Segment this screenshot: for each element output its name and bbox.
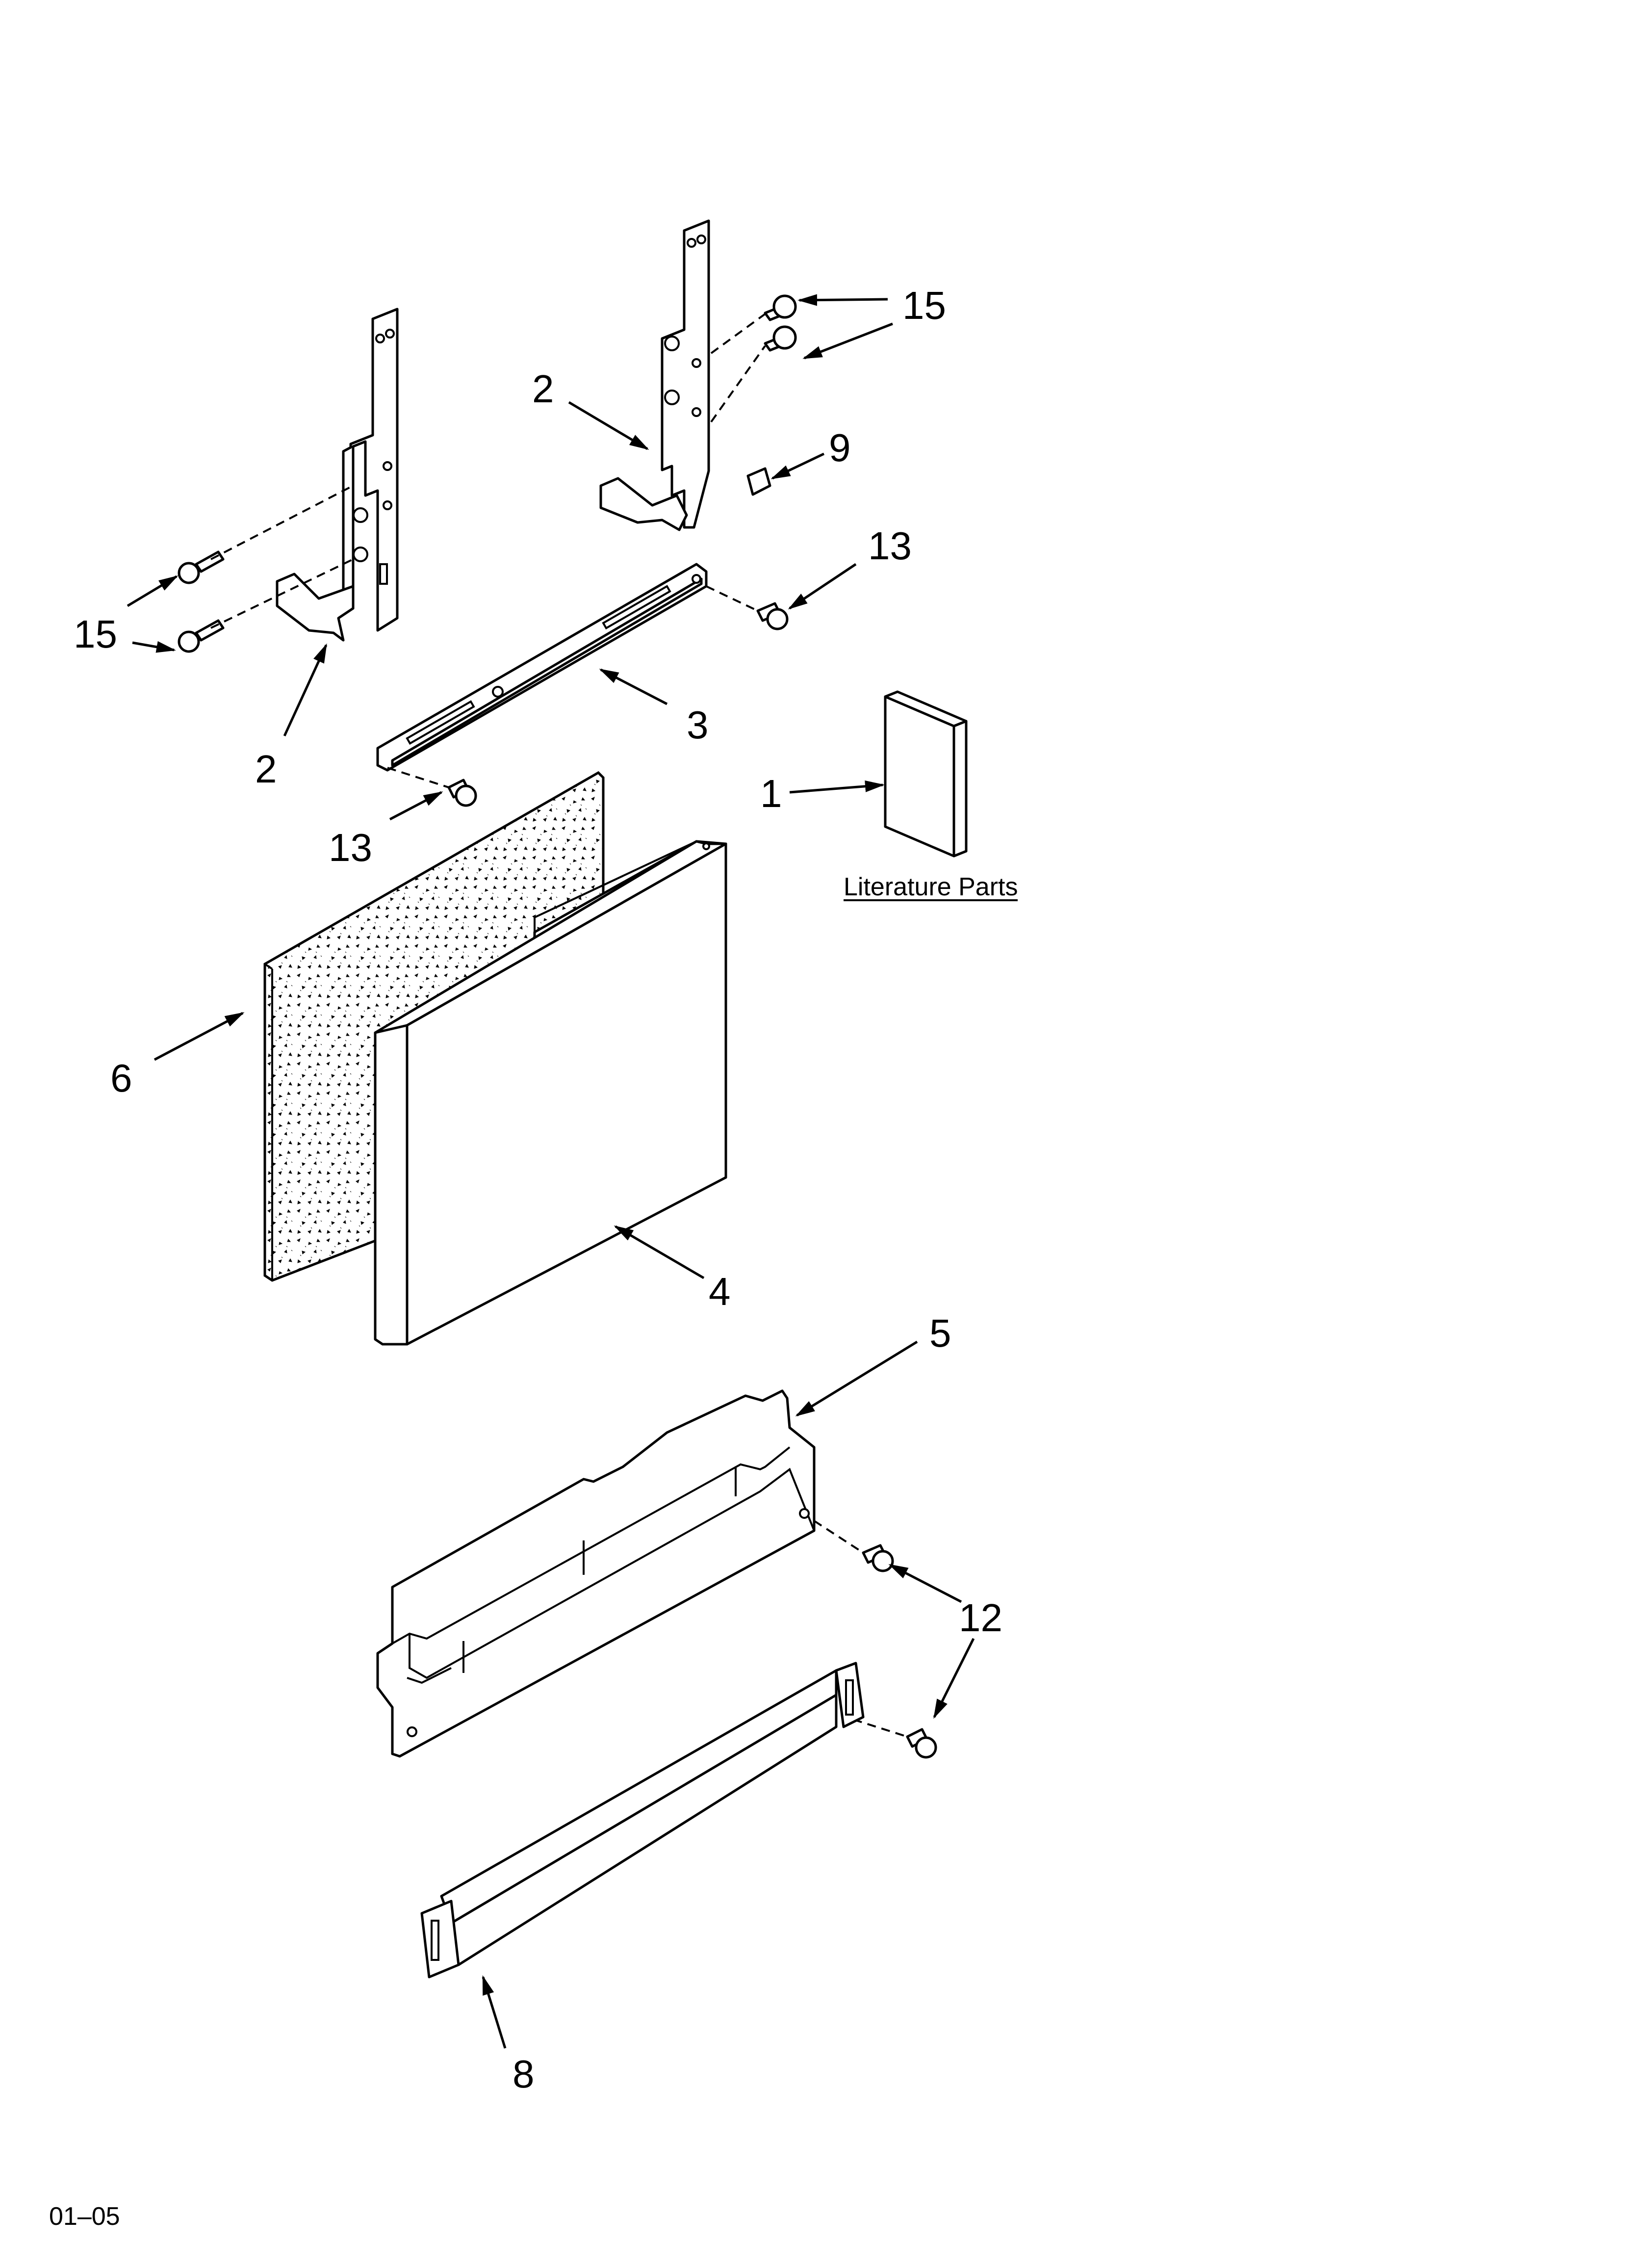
callout-3: 3	[687, 703, 709, 747]
callout-9: 9	[829, 426, 851, 469]
callout-8: 8	[513, 2052, 535, 2096]
screw-13-b	[447, 779, 477, 807]
callout-15-left: 15	[74, 612, 117, 656]
callout-13-left: 13	[329, 826, 372, 869]
screw-13-a	[756, 602, 789, 630]
hinge-bracket-left	[276, 308, 399, 642]
callout-1: 1	[760, 772, 782, 815]
clip-9	[746, 467, 771, 496]
screw-12-a	[862, 1544, 894, 1572]
callout-5: 5	[929, 1311, 951, 1355]
door-panel-4	[374, 840, 727, 1346]
toe-kick-bracket-5	[376, 1389, 816, 1758]
callout-6: 6	[110, 1056, 132, 1100]
callout-4: 4	[709, 1270, 731, 1313]
screw-15-c	[764, 294, 797, 321]
kick-plate-8	[420, 1662, 865, 1979]
screw-15-d	[764, 325, 797, 352]
hinge-bracket-right	[599, 219, 710, 531]
screw-15-b	[178, 619, 225, 653]
support-bar-3	[376, 563, 708, 772]
literature-booklet	[884, 690, 968, 858]
footer-code: 01–05	[49, 2202, 120, 2231]
callout-12: 12	[959, 1596, 1002, 1640]
callout-2-left: 2	[255, 747, 277, 791]
callout-13-right: 13	[868, 524, 912, 568]
literature-label: Literature Parts	[844, 873, 1018, 901]
callout-2-right: 2	[532, 367, 554, 411]
callout-15-upper-right: 15	[902, 284, 946, 327]
screw-12-b	[906, 1728, 937, 1759]
